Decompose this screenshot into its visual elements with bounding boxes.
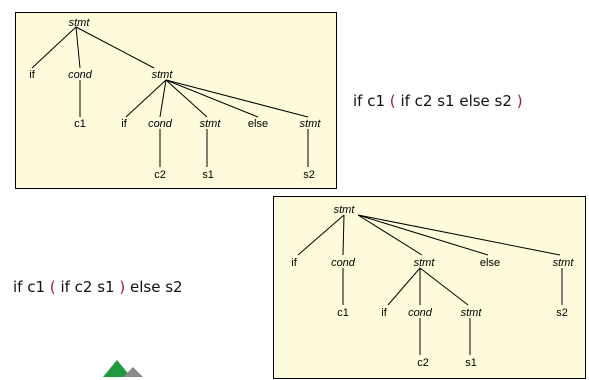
expr1-head: if c1 — [353, 92, 386, 110]
node-stmt-root: stmt — [334, 204, 356, 216]
mountain-logo-icon — [103, 360, 143, 377]
expr2-head: if c1 — [13, 278, 46, 296]
expr2-open-paren: ( — [49, 278, 56, 296]
node-stmt: stmt — [152, 69, 174, 81]
node-s1: s1 — [202, 169, 214, 181]
tree-edges — [297, 214, 563, 355]
expr1-inner: if c2 s1 else s2 — [400, 92, 512, 110]
node-c1: c1 — [74, 118, 86, 130]
node-stmt: stmt — [414, 257, 436, 269]
node-inner-cond: cond — [408, 307, 433, 319]
node-inner-stmt: stmt — [200, 118, 222, 130]
parse-tree-panel-2: stmt if cond stmt else stmt c1 if cond s… — [273, 196, 586, 379]
node-c1: c1 — [337, 307, 349, 319]
expr2-inner: if c2 s1 — [60, 278, 115, 296]
parse-tree-2: stmt if cond stmt else stmt c1 if cond s… — [291, 204, 575, 369]
node-s2: s2 — [556, 307, 568, 319]
node-inner-if: if — [121, 118, 127, 130]
node-s2: s2 — [303, 169, 315, 181]
node-inner-cond: cond — [148, 118, 173, 130]
node-s1: s1 — [465, 357, 477, 369]
node-stmt-root: stmt — [69, 17, 91, 29]
expression-1: if c1 ( if c2 s1 else s2 ) — [353, 92, 523, 110]
node-if: if — [291, 257, 297, 269]
node-c2: c2 — [417, 357, 429, 369]
node-else: else — [248, 118, 268, 130]
expr1-close-paren: ) — [516, 92, 523, 110]
node-inner-if: if — [381, 307, 387, 319]
node-else: else — [480, 257, 500, 269]
node-else-stmt: stmt — [300, 118, 322, 130]
node-c2: c2 — [154, 169, 166, 181]
node-cond: cond — [331, 257, 356, 269]
parse-tree-1: stmt if cond stmt c1 if cond stmt else s… — [29, 17, 322, 181]
expr2-close-paren: ) — [119, 278, 126, 296]
expr1-open-paren: ( — [389, 92, 396, 110]
node-inner-stmt: stmt — [461, 307, 483, 319]
node-if: if — [29, 69, 35, 81]
expression-2: if c1 ( if c2 s1 ) else s2 — [13, 278, 183, 296]
tree-edges — [31, 26, 309, 167]
node-cond: cond — [68, 69, 93, 81]
node-else-stmt: stmt — [553, 257, 575, 269]
expr2-tail: else s2 — [130, 278, 183, 296]
parse-tree-panel-1: stmt if cond stmt c1 if cond stmt else s… — [15, 12, 337, 189]
